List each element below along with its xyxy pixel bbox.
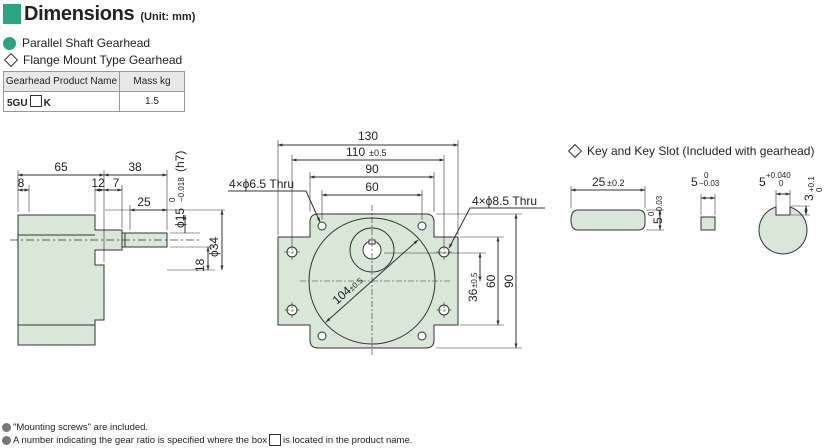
key-view (570, 186, 810, 255)
front-view (228, 140, 545, 356)
label-slot-depth-tol-upper: +0.1 (807, 176, 816, 192)
label-8: 8 (18, 176, 25, 190)
label-slot-depth: 3 (802, 194, 816, 201)
label-key-length: 25 (592, 175, 606, 189)
note-gear-ratio: A number indicating the gear ratio is sp… (2, 434, 412, 446)
label-25: 25 (137, 195, 151, 209)
label-phi15-fit: (h7) (173, 151, 187, 172)
circle-bullet-icon (3, 36, 16, 50)
dim-line-pcd (325, 239, 419, 323)
label-18: 18 (193, 258, 207, 272)
label-large-hole: 4×ϕ8.5 Thru (472, 194, 537, 208)
label-key-width: 5 (691, 175, 698, 189)
note-bullet-icon (2, 423, 11, 432)
page-title: Dimensions (24, 2, 135, 25)
shaft-section-shape (758, 206, 808, 255)
label-key-width-tol-lower: −0.03 (699, 179, 720, 188)
key-title: Key and Key Slot (Included with gearhead… (567, 143, 815, 159)
subtitle-flange-text: Flange Mount Type Gearhead (23, 53, 183, 67)
label-phi34: ϕ34 (207, 237, 221, 257)
subtitle-flange: Flange Mount Type Gearhead (3, 52, 183, 68)
note-mounting-screws: "Mounting screws" are included. (2, 422, 148, 433)
label-key-length-tol: ±0.2 (607, 178, 624, 188)
label-90-top: 90 (365, 162, 379, 176)
subtitle-parallel: Parallel Shaft Gearhead (3, 36, 150, 50)
subtitle-parallel-text: Parallel Shaft Gearhead (22, 36, 151, 50)
label-small-hole: 4×ϕ6.5 Thru (229, 177, 294, 191)
label-12: 12 (91, 176, 105, 190)
unit-label: (Unit: mm) (140, 11, 196, 23)
label-110: 110 (346, 145, 365, 159)
leader-small-hole (228, 190, 321, 223)
label-key-height-tol-lower: −0.03 (655, 195, 664, 216)
note-text-3: is located in the product name. (283, 434, 413, 446)
label-90-right: 90 (502, 274, 516, 288)
table-row: 5GU K 1.5 (3, 91, 185, 112)
key-side-shape (570, 209, 646, 231)
label-slot-width-tol-upper: +0.040 (766, 171, 791, 180)
ratio-box-icon (29, 94, 42, 107)
header-marker (3, 4, 21, 24)
label-key-height: 5 (651, 217, 665, 224)
key-end-shape (700, 216, 716, 231)
gearhead-body-side (17, 214, 123, 346)
label-slot-width-tol-lower: 0 (779, 179, 784, 188)
note-bullet-icon (2, 435, 11, 445)
label-130: 130 (358, 129, 378, 143)
label-7: 7 (113, 176, 120, 190)
label-38: 38 (128, 160, 142, 174)
label-36: 36 (466, 288, 480, 302)
label-60-top: 60 (365, 180, 379, 194)
product-prefix: 5GU (7, 97, 28, 109)
mounting-holes-small (317, 221, 427, 341)
key-title-text: Key and Key Slot (Included with gearhead… (587, 144, 815, 158)
product-suffix: K (43, 97, 51, 109)
ratio-box-icon (269, 434, 282, 446)
product-name-cell: 5GU K (3, 91, 120, 112)
side-view (10, 170, 225, 346)
note-text-2: A number indicating the gear ratio is sp… (13, 434, 268, 446)
label-key-height-tol-upper: 0 (647, 211, 656, 216)
note-text-1: "Mounting screws" are included. (13, 422, 149, 433)
label-36-tol: ±0.5 (470, 272, 479, 288)
label-60-right: 60 (484, 274, 498, 288)
label-phi15-tol-upper: 0 (168, 197, 177, 202)
label-key-width-tol-upper: 0 (704, 171, 709, 180)
label-65: 65 (54, 160, 68, 174)
leader-large-hole (448, 207, 545, 249)
page-header: Dimensions (Unit: mm) (3, 2, 195, 26)
label-110-tol: ±0.5 (369, 148, 386, 158)
label-slot-depth-tol-lower: 0 (815, 187, 824, 192)
label-slot-width: 5 (759, 175, 766, 189)
label-phi15-tol-lower: −0.018 (177, 177, 186, 202)
label-phi15: ϕ15 (173, 208, 187, 228)
mass-cell: 1.5 (119, 91, 185, 112)
